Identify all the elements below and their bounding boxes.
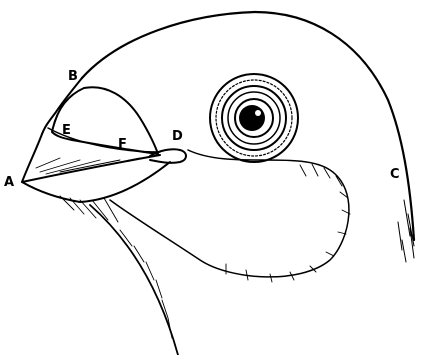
label-d: D — [172, 129, 183, 144]
label-e: E — [62, 123, 71, 138]
label-f: F — [118, 137, 127, 152]
eye — [210, 74, 298, 162]
cere-inner — [52, 104, 62, 132]
throat-outline — [110, 150, 349, 277]
label-c: C — [390, 167, 400, 182]
label-b: B — [68, 69, 78, 84]
neck-line — [90, 205, 178, 355]
beak-hatching — [36, 158, 140, 174]
label-a: A — [4, 175, 14, 190]
throat-hatching — [226, 164, 350, 282]
